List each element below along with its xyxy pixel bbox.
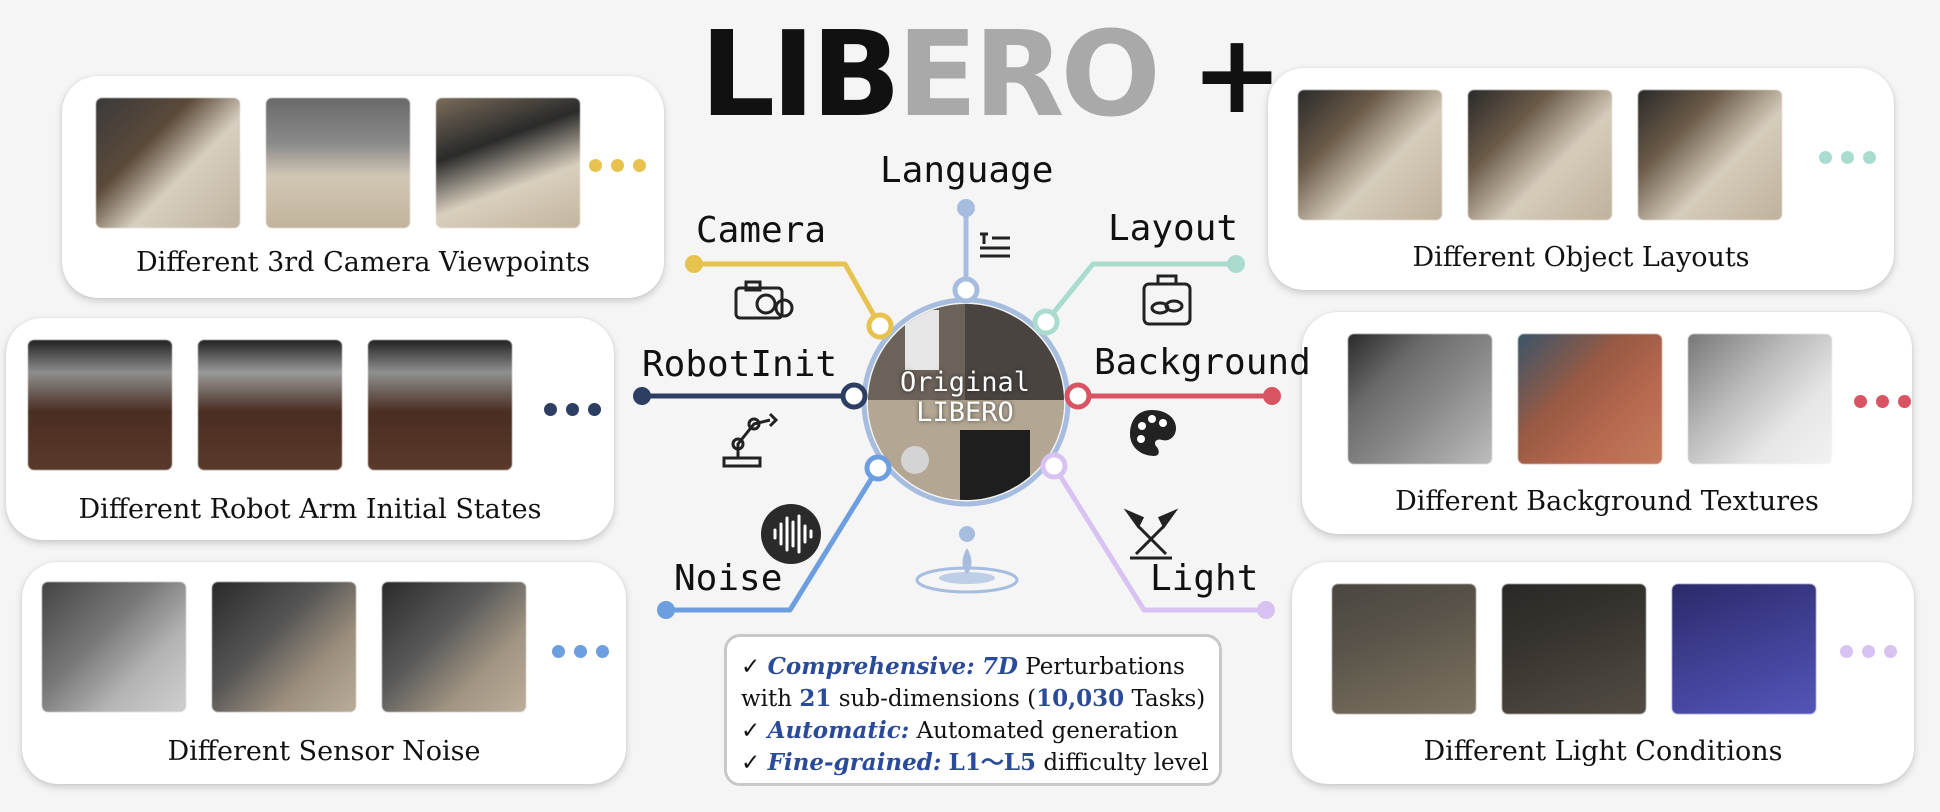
text-lines-icon <box>980 232 1010 258</box>
endpoint-light <box>1257 601 1275 619</box>
endpoint-robotinit <box>633 387 651 405</box>
node-layout <box>1032 308 1060 336</box>
hub-label-line2: LIBERO <box>916 397 1014 428</box>
summary-line-4: ✓ Fine-grained: L1～L5 difficulty level <box>741 749 1209 776</box>
dimension-label-robotinit: RobotInit <box>642 344 838 385</box>
thumbnail-robot-3 <box>368 340 512 470</box>
card-caption: Different 3rd Camera Viewpoints <box>135 247 591 278</box>
node-camera <box>866 312 894 340</box>
card-caption: Different Object Layouts <box>1412 242 1750 273</box>
more-dots <box>589 159 646 172</box>
hub-label: Original LIBERO <box>885 368 1045 428</box>
node-language <box>952 276 980 304</box>
dimension-label-noise: Noise <box>674 558 783 599</box>
card-caption: Different Light Conditions <box>1423 736 1783 767</box>
summary-line-1: ✓ Comprehensive: 7D Perturbations <box>741 653 1185 680</box>
sound-wave-icon <box>761 504 821 564</box>
thumbnail-background-1 <box>1348 334 1492 464</box>
thumbnail-robot-2 <box>198 340 342 470</box>
connector-camera <box>691 261 883 329</box>
dimension-label-layout: Layout <box>1108 208 1239 249</box>
card-caption: Different Sensor Noise <box>167 736 481 767</box>
more-dots <box>1819 151 1876 164</box>
card-light-conditions: Different Light Conditions <box>1292 562 1914 784</box>
water-drop-icon <box>915 526 1019 594</box>
logo-light-part: ERO <box>897 5 1161 143</box>
node-robotinit <box>840 382 868 410</box>
dimension-label-background: Background <box>1094 342 1311 383</box>
logo-dark-part: LIB <box>700 5 901 143</box>
card-sensor-noise: Different Sensor Noise <box>22 562 626 784</box>
thumbnail-layout-2 <box>1468 90 1612 220</box>
node-background <box>1064 382 1092 410</box>
hub-scene-image <box>868 304 1064 500</box>
connector-noise <box>663 465 881 613</box>
connector-layout <box>1043 261 1239 325</box>
summary-line-2: with 21 sub-dimensions (10,030 Tasks) <box>741 685 1206 712</box>
thumbnail-noise-3 <box>382 582 526 712</box>
endpoint-language <box>957 199 975 217</box>
camera-icon <box>734 280 794 320</box>
endpoint-layout <box>1227 255 1245 273</box>
palette-icon <box>1130 410 1176 456</box>
more-dots <box>1840 645 1897 658</box>
card-background-textures: Different Background Textures <box>1302 312 1912 534</box>
thumbnail-camera-1 <box>96 98 240 228</box>
summary-line-3: ✓ Automatic: Automated generation <box>741 717 1179 744</box>
thumbnail-noise-1 <box>42 582 186 712</box>
card-caption: Different Robot Arm Initial States <box>78 494 542 525</box>
card-robot-initial-states: Different Robot Arm Initial States <box>6 318 614 540</box>
endpoint-camera <box>685 255 703 273</box>
thumbnail-camera-2 <box>266 98 410 228</box>
thumbnail-layout-3 <box>1638 90 1782 220</box>
hub-label-line1: Original <box>899 367 1031 398</box>
more-dots <box>1854 395 1911 408</box>
node-noise <box>864 454 892 482</box>
dimension-label-language: Language <box>880 150 1054 191</box>
card-object-layouts: Different Object Layouts <box>1268 68 1894 290</box>
endpoint-background <box>1263 387 1281 405</box>
card-camera-viewpoints: Different 3rd Camera Viewpoints <box>62 76 664 298</box>
logo-plus: + <box>1190 10 1283 138</box>
card-caption: Different Background Textures <box>1395 486 1819 517</box>
thumbnail-noise-2 <box>212 582 356 712</box>
summary-box: ✓ Comprehensive: 7D Perturbations with 2… <box>724 634 1222 786</box>
more-dots <box>544 403 601 416</box>
thumbnail-robot-1 <box>28 340 172 470</box>
thumbnail-layout-1 <box>1298 90 1442 220</box>
more-dots <box>552 645 609 658</box>
check-mark: ✓ <box>741 750 761 776</box>
thumbnail-background-3 <box>1688 334 1832 464</box>
node-light <box>1040 452 1068 480</box>
dimension-label-camera: Camera <box>696 210 827 251</box>
dimension-label-light: Light <box>1150 558 1259 599</box>
connector-light <box>1051 463 1269 613</box>
spotlight-icon <box>1123 508 1179 560</box>
robot-arm-icon <box>722 412 779 468</box>
endpoint-noise <box>657 601 675 619</box>
thumbnail-light-3 <box>1672 584 1816 714</box>
check-mark: ✓ <box>741 718 761 744</box>
thumbnail-light-2 <box>1502 584 1646 714</box>
thumbnail-light-1 <box>1332 584 1476 714</box>
thumbnail-camera-3 <box>436 98 580 228</box>
toolbox-icon <box>1142 274 1192 326</box>
check-mark: ✓ <box>741 654 761 680</box>
thumbnail-background-2 <box>1518 334 1662 464</box>
